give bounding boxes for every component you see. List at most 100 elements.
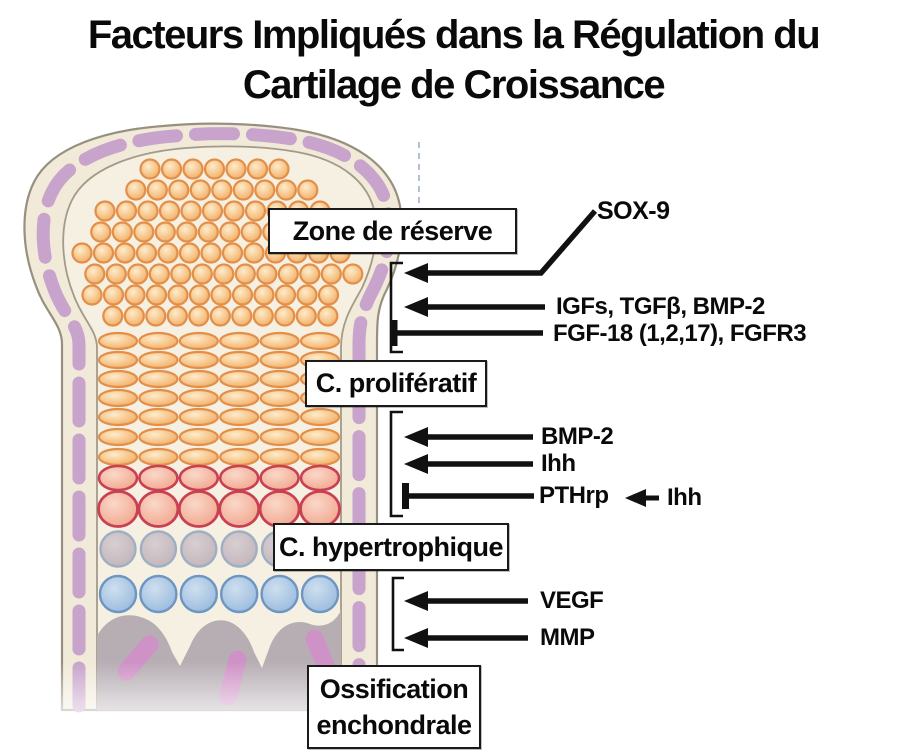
reserve-bracket bbox=[389, 261, 403, 354]
pthrp-inhibition-bar bbox=[402, 483, 534, 509]
cell bbox=[71, 242, 93, 264]
cell bbox=[157, 242, 179, 264]
cell bbox=[268, 158, 290, 180]
cell bbox=[197, 221, 219, 243]
cell bbox=[178, 350, 219, 370]
cell bbox=[259, 350, 300, 370]
cell bbox=[139, 158, 161, 180]
cell bbox=[97, 464, 139, 492]
perichondrium-dashes bbox=[36, 127, 396, 713]
cell bbox=[176, 221, 198, 243]
cell bbox=[231, 305, 253, 327]
sox9-arrow bbox=[404, 209, 598, 283]
cell bbox=[299, 407, 341, 427]
cell bbox=[320, 263, 342, 285]
cell bbox=[219, 407, 260, 427]
cell bbox=[299, 447, 341, 467]
cell bbox=[138, 369, 179, 389]
cell bbox=[180, 530, 218, 568]
factor-label-pthrp: PTHrp bbox=[539, 482, 609, 509]
cell bbox=[178, 242, 201, 264]
diagram-title: Facteurs Impliqués dans la Régulation du… bbox=[0, 10, 907, 110]
cell bbox=[81, 284, 103, 306]
title-line-1: Facteurs Impliqués dans la Régulation du bbox=[87, 13, 821, 57]
cell bbox=[219, 427, 260, 447]
factor-connectors bbox=[390, 209, 659, 648]
cell bbox=[231, 284, 254, 306]
cell bbox=[299, 263, 321, 285]
cell bbox=[178, 388, 219, 408]
cell bbox=[178, 464, 220, 492]
cell bbox=[99, 530, 137, 568]
vegf-arrow bbox=[404, 591, 528, 611]
cell bbox=[342, 263, 364, 285]
cell bbox=[84, 263, 106, 285]
cell bbox=[114, 242, 136, 264]
cell bbox=[256, 263, 278, 285]
cell bbox=[138, 331, 179, 351]
cell bbox=[97, 369, 139, 389]
cell bbox=[317, 284, 340, 306]
cell bbox=[211, 179, 233, 201]
cell bbox=[218, 490, 261, 528]
cell bbox=[102, 305, 124, 327]
cell bbox=[219, 574, 259, 614]
cell bbox=[170, 263, 192, 285]
cell bbox=[299, 464, 341, 492]
cell bbox=[180, 200, 202, 222]
cell bbox=[137, 200, 159, 222]
cell bbox=[243, 242, 265, 264]
cell bbox=[259, 464, 300, 492]
cell bbox=[253, 284, 275, 306]
cell bbox=[295, 305, 317, 327]
cell bbox=[223, 200, 245, 222]
cell bbox=[234, 263, 256, 285]
cell bbox=[244, 200, 267, 222]
cell bbox=[209, 305, 231, 327]
cell bbox=[178, 447, 219, 467]
cell bbox=[252, 305, 274, 327]
cell bbox=[182, 158, 204, 180]
cell bbox=[94, 200, 116, 222]
cell bbox=[178, 331, 219, 351]
cell bbox=[146, 179, 168, 201]
cell bbox=[133, 221, 155, 243]
factor-label-ihh-secondary: Ihh bbox=[667, 484, 702, 511]
cell bbox=[138, 447, 179, 467]
ossification-label-box: Ossification enchondrale bbox=[307, 665, 481, 749]
hypertrophic-zone-label-box: C. hypertrophique bbox=[273, 523, 509, 571]
cell bbox=[260, 574, 299, 614]
cell bbox=[219, 350, 260, 370]
cell bbox=[232, 179, 254, 201]
mmp-arrow bbox=[404, 628, 528, 648]
factor-label-mmp: MMP bbox=[540, 624, 595, 651]
cell bbox=[102, 284, 125, 306]
cell bbox=[139, 574, 178, 614]
cell bbox=[138, 407, 179, 427]
cell bbox=[148, 263, 170, 285]
hypertrophic-zone-label: C. hypertrophique bbox=[278, 531, 504, 562]
cell bbox=[219, 447, 260, 467]
cell bbox=[123, 305, 145, 327]
cell bbox=[137, 490, 180, 528]
cell bbox=[145, 305, 167, 327]
cell bbox=[168, 179, 190, 201]
factor-label-ihh: Ihh bbox=[541, 450, 576, 477]
cell bbox=[115, 200, 138, 222]
cell bbox=[210, 284, 232, 306]
cell bbox=[97, 407, 139, 427]
bmp2-arrow bbox=[404, 427, 533, 447]
cell bbox=[218, 464, 260, 492]
cell bbox=[259, 407, 300, 427]
cell bbox=[97, 388, 139, 408]
cell bbox=[201, 200, 224, 222]
cell bbox=[240, 221, 262, 243]
reserve-zone-label-box: Zone de réserve bbox=[268, 208, 517, 254]
cell bbox=[97, 447, 139, 467]
cell bbox=[203, 158, 226, 180]
ossification-bracket bbox=[391, 576, 404, 652]
cell bbox=[299, 331, 341, 351]
cell bbox=[275, 179, 297, 201]
cell bbox=[277, 263, 299, 285]
cell bbox=[188, 284, 211, 306]
